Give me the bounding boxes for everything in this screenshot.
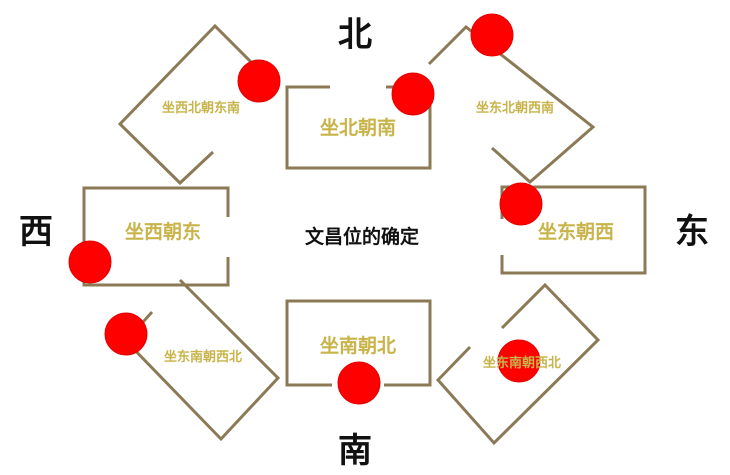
markers bbox=[68, 13, 543, 405]
room-northeast-label: 坐东北朝西南 bbox=[476, 100, 554, 116]
marker-northeast bbox=[470, 13, 514, 57]
room-southwest-label: 坐东南朝西北 bbox=[164, 349, 242, 365]
room-east: 坐东朝西 bbox=[500, 185, 647, 275]
marker-south bbox=[337, 361, 381, 405]
marker-north bbox=[391, 72, 435, 116]
room-north-label: 坐北朝南 bbox=[320, 117, 396, 139]
room-east-frame bbox=[500, 185, 647, 275]
marker-southeast bbox=[497, 339, 541, 383]
room-west-label: 坐西朝东 bbox=[125, 220, 201, 243]
room-northwest-frame bbox=[117, 23, 264, 186]
center-label: 文昌位的确定 bbox=[305, 225, 419, 248]
marker-west bbox=[68, 240, 112, 284]
room-west-frame bbox=[82, 186, 230, 287]
direction-south: 南 bbox=[338, 431, 372, 471]
direction-north: 北 bbox=[338, 15, 372, 55]
room-south: 坐南朝北 bbox=[285, 299, 432, 387]
room-northeast-frame bbox=[427, 24, 596, 185]
room-east-label: 坐东朝西 bbox=[538, 220, 614, 243]
marker-east bbox=[499, 182, 543, 226]
room-south-frame bbox=[285, 299, 432, 387]
room-southeast-label: 坐东南朝西北 bbox=[483, 355, 561, 371]
room-southeast bbox=[435, 282, 601, 446]
direction-east: 东 bbox=[675, 212, 709, 252]
marker-northwest bbox=[237, 59, 281, 103]
direction-west: 西 bbox=[19, 212, 53, 252]
room-northwest: 坐西北朝东南 bbox=[117, 23, 264, 186]
room-west: 坐西朝东 bbox=[82, 186, 230, 287]
room-south-label: 坐南朝北 bbox=[320, 335, 396, 357]
room-southeast-frame bbox=[435, 282, 601, 446]
marker-southwest bbox=[104, 312, 148, 356]
room-northeast: 坐东北朝西南 bbox=[427, 24, 596, 185]
room-northwest-label: 坐西北朝东南 bbox=[162, 100, 240, 116]
room-southwest: 坐东南朝西北 bbox=[123, 278, 281, 442]
